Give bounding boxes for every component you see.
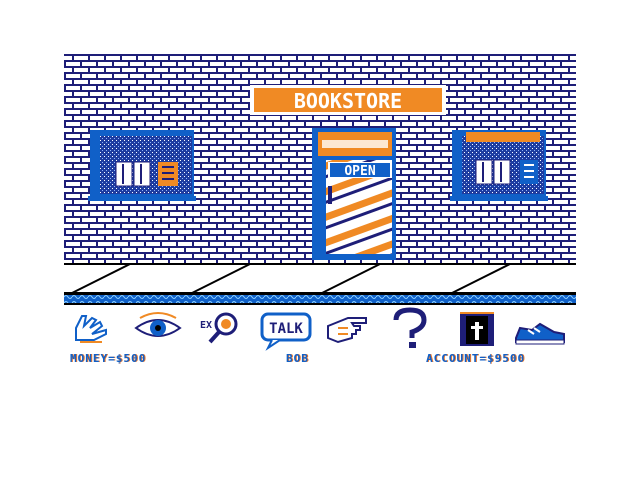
svg-text:EX: EX <box>200 320 212 331</box>
door-icon[interactable] <box>460 312 494 346</box>
open-sign: OPEN <box>344 164 375 179</box>
right-window[interactable] <box>450 130 548 201</box>
sidewalk <box>64 263 576 295</box>
pointing-hand-icon[interactable] <box>327 317 367 344</box>
account-display: ACCOUNT=$9500 <box>426 352 526 365</box>
left-window[interactable] <box>88 130 196 201</box>
bookstore-door[interactable]: OPEN <box>312 128 396 260</box>
store-sign[interactable]: BOOKSTORE <box>250 85 446 115</box>
magnifier-icon[interactable]: EX <box>200 312 238 344</box>
money-display: MONEY=$500 <box>70 352 147 365</box>
player-name: BOB <box>286 352 309 365</box>
talk-bubble-icon[interactable]: TALK <box>260 312 312 351</box>
talk-label: TALK <box>269 321 303 337</box>
question-mark-icon[interactable] <box>393 307 427 348</box>
hand-icon[interactable] <box>75 315 107 343</box>
store-sign-text: BOOKSTORE <box>294 89 402 113</box>
eye-icon[interactable] <box>134 312 182 337</box>
sneaker-icon[interactable] <box>515 322 565 345</box>
street <box>64 295 576 303</box>
